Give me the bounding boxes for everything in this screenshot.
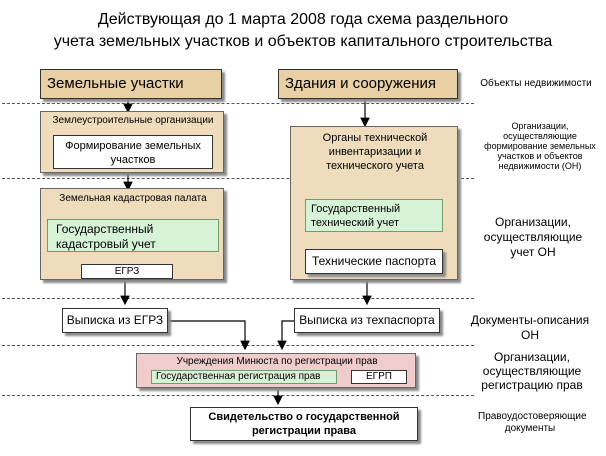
ministry-registration-box: Учреждения Минюста по регистрации прав Г…	[136, 353, 416, 388]
technical-passports-box: Технические паспорта	[305, 249, 443, 274]
label-title-documents: Правоудостоверяющие документы	[478, 411, 587, 434]
label-formation-orgs: Организации, осуществляющие формирование…	[484, 121, 596, 171]
egrz-extract-box: Выписка из ЕГРЗ	[62, 308, 168, 333]
technical-inventory-org-box: Органы технической инвентаризации и техн…	[290, 126, 458, 280]
land-survey-orgs-box: Землеустроительные организации Формирова…	[40, 111, 224, 173]
ministry-registration-title: Учреждения Минюста по регистрации прав	[176, 356, 378, 367]
state-technical-registration-box: Государственный технический учет	[305, 199, 443, 232]
land-cadastre-chamber-box: Земельная кадастровая палата Государстве…	[40, 188, 224, 280]
state-rights-registration-box: Государственная регистрация прав	[151, 370, 337, 384]
arrow-extract-right-to-ministry	[277, 320, 294, 351]
title-line-2: учета земельных участков и объектов капи…	[53, 33, 553, 50]
arrow-extract-left-to-ministry	[168, 320, 250, 351]
land-survey-orgs-title: Землеустроительные организации	[52, 115, 214, 126]
state-cadastral-registration-box: Государственный кадастровый учет	[47, 219, 219, 252]
rights-certificate-box: Свидетельство о государственной регистра…	[190, 407, 418, 441]
land-plots-header: Земельные участки	[40, 69, 222, 99]
separator-2	[2, 178, 474, 179]
land-plot-formation-box: Формирование земельных участков	[53, 135, 213, 169]
separator-4	[2, 345, 474, 346]
label-real-estate-objects: Объекты недвижимости	[480, 78, 592, 89]
label-description-documents: Документы-описания ОН	[470, 313, 590, 342]
title-line-1: Действующая до 1 марта 2008 года схема р…	[97, 11, 509, 28]
label-accounting-orgs: Организации, осуществляющие учет ОН	[483, 215, 583, 259]
land-cadastre-chamber-title: Земельная кадастровая палата	[59, 193, 207, 204]
separator-3	[2, 298, 474, 299]
egrp-box: ЕГРП	[351, 370, 407, 384]
passport-extract-box: Выписка из техпаспорта	[294, 308, 440, 333]
egrz-box: ЕГРЗ	[81, 264, 173, 279]
buildings-header: Здания и сооружения	[278, 69, 458, 99]
label-registration-orgs: Организации, осуществляющие регистрацию …	[481, 350, 583, 392]
separator-1	[2, 103, 474, 104]
technical-inventory-org-title: Органы технической инвентаризации и техн…	[322, 132, 428, 172]
separator-5	[2, 395, 474, 396]
